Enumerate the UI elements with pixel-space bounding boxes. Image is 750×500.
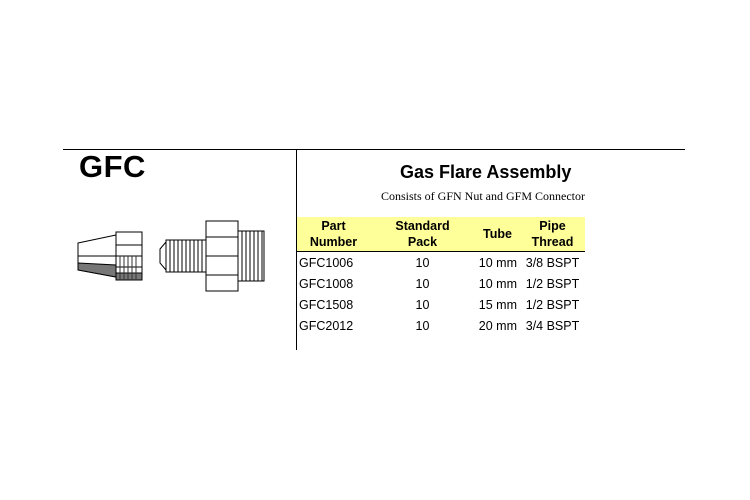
cell-tube: 10 mm (478, 255, 517, 270)
header-pipe-thread: Pipe Thread (531, 219, 574, 249)
cell-part-number: GFC1008 (299, 276, 354, 291)
cell-pipe-thread: 3/8 BSPT (525, 255, 580, 270)
cell-tube: 20 mm (478, 318, 517, 333)
cell-part-number: GFC1508 (299, 297, 354, 312)
fitting-drawing (77, 220, 265, 292)
cell-pipe-thread: 1/2 BSPT (525, 297, 580, 312)
cell-standard-pack: 10 (415, 255, 430, 270)
table-row: GFC1508 10 15 mm 1/2 BSPT (297, 294, 585, 315)
cell-pipe-thread: 1/2 BSPT (525, 276, 580, 291)
flare-nut-drawing (77, 231, 143, 281)
cell-tube: 15 mm (478, 297, 517, 312)
header-standard-pack: Standard Pack (395, 219, 450, 249)
top-rule (63, 149, 685, 150)
header-tube: Tube (483, 227, 512, 241)
cell-standard-pack: 10 (415, 297, 430, 312)
cell-tube: 10 mm (478, 276, 517, 291)
product-title: Gas Flare Assembly (400, 162, 572, 182)
column-divider (296, 150, 297, 350)
cell-pipe-thread: 3/4 BSPT (525, 318, 580, 333)
table-header: Part Number Standard Pack Tube Pipe Thre… (297, 217, 585, 252)
header-part-number: Part Number (309, 219, 358, 249)
product-table: Part Number Standard Pack Tube Pipe Thre… (297, 217, 585, 336)
cell-part-number: GFC1006 (299, 255, 354, 270)
product-subtitle: Consists of GFN Nut and GFM Connector (381, 189, 586, 203)
cell-standard-pack: 10 (415, 318, 430, 333)
cell-standard-pack: 10 (415, 276, 430, 291)
cell-part-number: GFC2012 (299, 318, 354, 333)
product-code: GFC (79, 149, 146, 184)
table-row: GFC2012 10 20 mm 3/4 BSPT (297, 315, 585, 336)
table-row: GFC1006 10 10 mm 3/8 BSPT (297, 252, 585, 273)
table-row: GFC1008 10 10 mm 1/2 BSPT (297, 273, 585, 294)
connector-drawing (159, 220, 265, 292)
